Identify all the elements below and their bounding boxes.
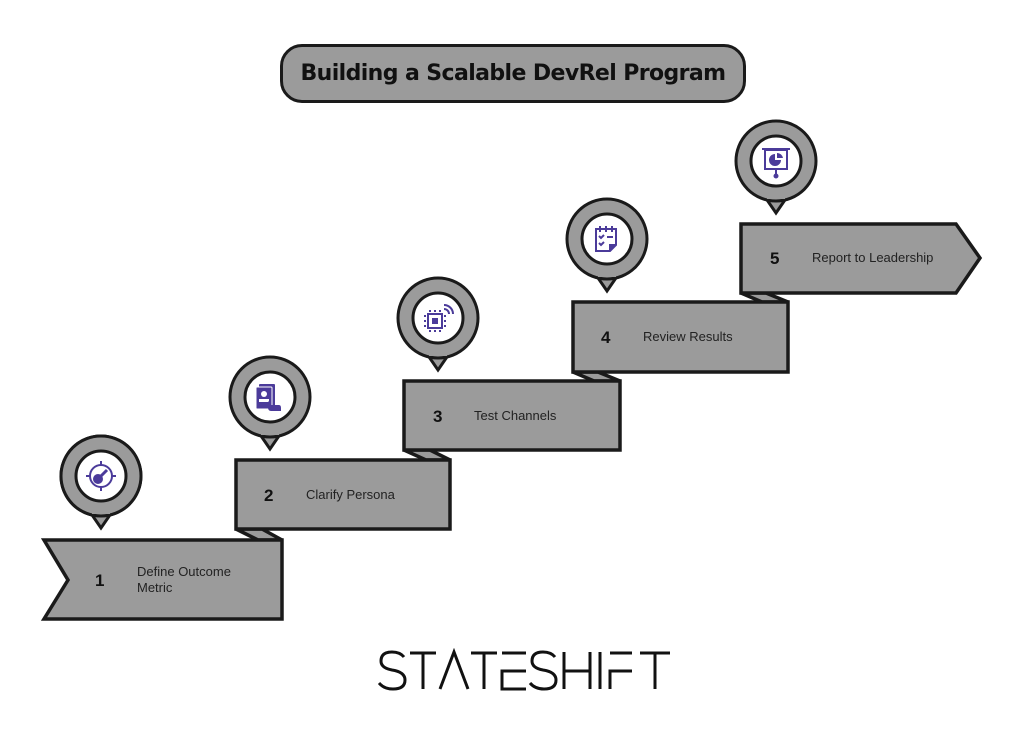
presentation-chart-icon bbox=[762, 148, 790, 179]
step-5-number: 5 bbox=[770, 249, 780, 268]
persona-card-icon bbox=[255, 384, 281, 411]
step-3-number: 3 bbox=[433, 407, 443, 426]
pin-5 bbox=[734, 119, 818, 216]
step-1-banner bbox=[40, 538, 284, 621]
step-2-number: 2 bbox=[264, 486, 274, 505]
title-banner: Building a Scalable DevRel Program bbox=[280, 44, 746, 103]
step-4-label: Review Results bbox=[643, 329, 733, 344]
step-1-label-line1: Define Outcome bbox=[137, 564, 231, 579]
step-4-banner bbox=[571, 300, 790, 374]
step-4-number: 4 bbox=[601, 328, 611, 347]
pin-4 bbox=[565, 197, 649, 294]
chip-signal-icon bbox=[424, 304, 454, 332]
step-3-label: Test Channels bbox=[474, 408, 557, 423]
step-1-number: 1 bbox=[95, 571, 105, 590]
step-2-label: Clarify Persona bbox=[306, 487, 395, 502]
checklist-clipboard-icon bbox=[595, 226, 617, 252]
step-5-label: Report to Leadership bbox=[812, 250, 934, 265]
step-1-label-line2: Metric bbox=[137, 580, 173, 595]
step-1-label: Define Outcome Metric bbox=[137, 564, 231, 596]
step-2-banner bbox=[234, 458, 452, 531]
target-key-icon bbox=[86, 461, 116, 491]
page-title: Building a Scalable DevRel Program bbox=[300, 61, 726, 86]
stateshift-logo: STATESHIFT bbox=[378, 648, 670, 691]
step-5-banner bbox=[739, 222, 983, 295]
step-3-banner bbox=[402, 379, 622, 452]
